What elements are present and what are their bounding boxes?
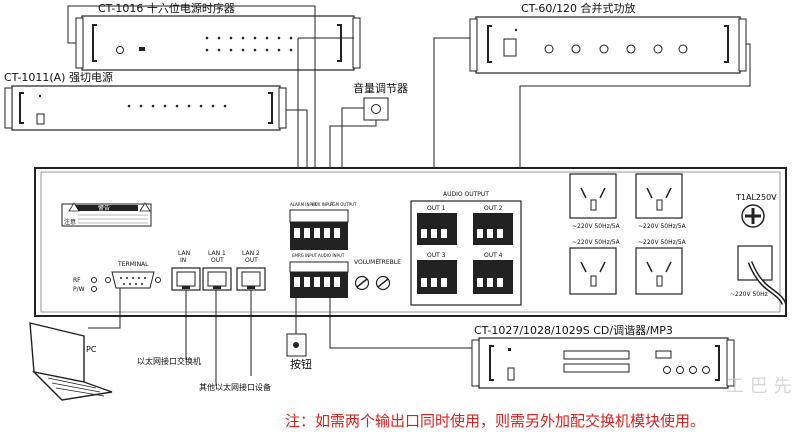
button-label: 按钮 [290,357,312,371]
cd-tuner-label: CT-1027/1028/1029S CD/调谐器/MP3 [474,323,673,337]
svg-text:AUX INPUT: AUX INPUT [312,202,334,207]
power-socket-4[interactable]: ~220V 50Hz/5A [635,239,687,295]
lan-out1-port[interactable]: LAN 1 OUT [202,250,232,291]
wires-bottom [88,288,472,386]
svg-text:注意: 注意 [64,218,76,226]
power-socket-3[interactable]: ~220V 50Hz/5A [569,239,621,295]
audio-output-label: AUDIO OUTPUT [443,191,489,198]
svg-text:~220V 50Hz/5A: ~220V 50Hz/5A [638,239,687,246]
pw-label: P/W [73,286,85,293]
volume-knob-label: 音量调节器 [353,81,408,95]
svg-text:EMRG INPUT: EMRG INPUT [292,253,318,258]
sequencer-label: CT-1016 十六位电源时序器 [98,1,235,15]
svg-text:~220V 50Hz/5A: ~220V 50Hz/5A [638,223,687,230]
input-terminal-block-upper[interactable]: ALARM INPUT AUX INPUT PGM OUTPUT [289,202,357,250]
svg-text:LAN 1: LAN 1 [208,250,226,257]
out1-terminal[interactable]: OUT 1 [417,205,457,245]
sequencer-unit: CT-1016 十六位电源时序器 [75,1,361,71]
volume-label: VOLUME [354,259,379,266]
power-switch-label: CT-1011(A) 强切电源 [4,70,113,84]
svg-text:LAN: LAN [178,250,190,257]
pc-laptop: PC [29,322,113,401]
svg-text:OUT: OUT [245,257,258,264]
terminal-label: TERMINAL [117,261,149,268]
input-terminal-block-lower[interactable]: EMRG INPUT AUDIO INPUT [289,253,349,298]
volume-knob[interactable] [354,275,370,291]
cd-tuner-unit: CT-1027/1028/1029S CD/调谐器/MP3 [471,323,735,389]
out4-terminal[interactable]: OUT 4 [473,252,513,294]
power-socket-1[interactable]: ~220V 50Hz/5A [569,173,621,230]
svg-text:~220V 50Hz: ~220V 50Hz [730,291,768,298]
svg-text:~220V 50Hz/5A: ~220V 50Hz/5A [572,223,621,230]
terminal-port[interactable] [105,271,161,289]
svg-text:IN: IN [180,257,186,264]
lan-in-port[interactable]: LAN IN [171,250,201,291]
power-socket-2[interactable]: ~220V 50Hz/5A [635,173,687,230]
amplifier-label: CT-60/120 合并式功放 [521,1,636,15]
ac-power-inlet[interactable]: ~220V 50Hz [730,245,787,305]
pc-label: PC [86,345,97,354]
svg-text:LAN 2: LAN 2 [242,250,260,257]
rf-label: RF [73,277,81,284]
warning-label: 警告 注意 [61,202,152,227]
push-button-unit: 按钮 [286,333,312,371]
lan-out2-port[interactable]: LAN 2 OUT [236,250,266,291]
treble-knob[interactable] [375,275,391,291]
svg-text:OUT 2: OUT 2 [484,205,503,212]
rear-panel: 警告 注意 RF P/W TERMINAL LAN IN [34,167,787,317]
ethernet-switch-label: 以太网接口交换机 [137,356,201,366]
svg-text:PGM OUTPUT: PGM OUTPUT [330,202,357,207]
treble-label: TREBLE [377,259,401,266]
out2-terminal[interactable]: OUT 2 [473,205,513,245]
footnote: 注：如需两个输出口同时使用，则需另外加配交换机模块使用。 [285,412,705,430]
fuse-label: T1AL250V [735,193,777,202]
svg-text:OUT 3: OUT 3 [427,252,446,259]
watermark: 工 巴 先 [726,376,791,397]
svg-text:OUT 4: OUT 4 [484,252,503,259]
svg-text:OUT: OUT [211,257,224,264]
svg-text:OUT 1: OUT 1 [427,205,446,212]
amplifier-unit: CT-60/120 合并式功放 [469,1,747,74]
power-switch-unit: CT-1011(A) 强切电源 [4,70,287,131]
out3-terminal[interactable]: OUT 3 [417,252,457,294]
svg-text:AUDIO INPUT: AUDIO INPUT [318,253,345,258]
other-devices-label: 其他以太网接口设备 [199,382,271,392]
fuse-holder[interactable] [741,204,765,228]
svg-text:警告: 警告 [98,204,110,212]
svg-text:ALARM INPUT: ALARM INPUT [290,202,318,207]
volume-knob-unit: 音量调节器 [353,81,408,121]
audio-output-section: AUDIO OUTPUT OUT 1 OUT 2 OUT 3 OUT 4 [410,191,522,306]
svg-text:~220V 50Hz/5A: ~220V 50Hz/5A [572,239,621,246]
